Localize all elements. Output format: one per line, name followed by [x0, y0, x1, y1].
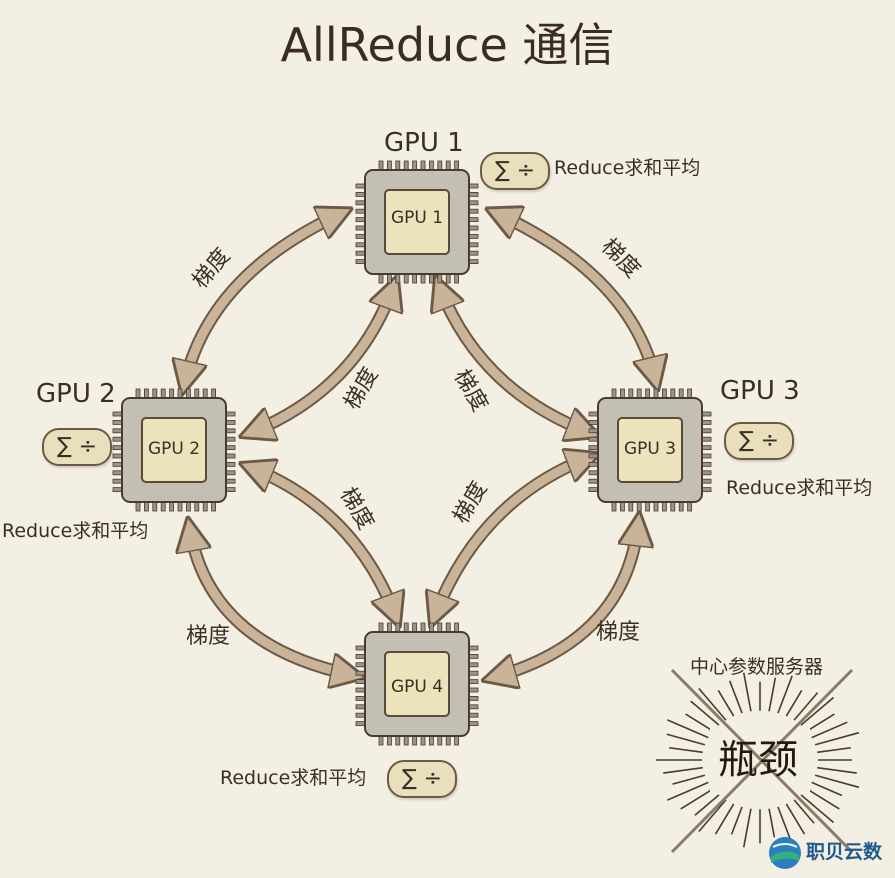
burst-ray	[690, 700, 720, 726]
gradient-arrow-3-4-inner-fill	[435, 458, 588, 615]
gradient-arrow-2-4-inner	[245, 461, 402, 622]
chip-label-1: GPU 1	[391, 208, 444, 228]
gradient-label: 梯度	[186, 624, 231, 649]
gpu-name-1: GPU 1	[384, 128, 464, 158]
sum-divide-icon: ∑ ÷	[42, 428, 112, 466]
reduce-label-2: Reduce求和平均	[2, 520, 149, 542]
burst-ray	[800, 794, 835, 824]
burst-ray	[717, 689, 735, 717]
cross-out-line	[670, 668, 854, 854]
gradient-arrow-3-4-fill	[495, 525, 638, 677]
burst-ray	[806, 788, 840, 810]
burst-ray	[785, 689, 803, 717]
burst-ray	[793, 799, 815, 824]
burst-ray	[817, 746, 851, 754]
chip-label-3: GPU 3	[624, 439, 677, 459]
burst-ray	[667, 719, 709, 739]
burst-ray	[730, 806, 743, 835]
burst-ray	[814, 731, 860, 746]
sum-divide-icon: ∑ ÷	[387, 760, 457, 798]
gradient-arrow-1-2	[178, 207, 347, 389]
burst-ray	[669, 746, 703, 754]
burst-ray	[663, 766, 703, 774]
burst-ray	[806, 713, 835, 732]
burst-ray	[672, 774, 706, 785]
chip-core	[141, 417, 207, 483]
burst-ray	[817, 766, 857, 774]
burst-ray	[768, 677, 777, 712]
chip-core	[617, 417, 683, 483]
burst-ray	[811, 721, 848, 739]
burst-ray	[785, 803, 806, 835]
gradient-arrow-1-3-fill	[498, 214, 655, 378]
gradient-arrow-1-2-inner	[245, 281, 400, 439]
brand-name: 职贝云数	[806, 841, 883, 863]
chip-core	[384, 189, 450, 255]
burst-ray	[685, 713, 714, 732]
burst-ray	[714, 803, 735, 835]
burst-ray	[666, 733, 706, 746]
reduce-label-4: Reduce求和平均	[220, 767, 367, 789]
burst-ray	[742, 672, 752, 712]
burst-ray	[680, 788, 714, 810]
chip-label-4: GPU 4	[391, 677, 444, 697]
chip-core	[384, 651, 450, 717]
sum-divide-icon: ∑ ÷	[724, 422, 794, 460]
burst-ray	[777, 675, 793, 714]
gpu-chip-2	[112, 388, 236, 512]
reduce-label-1: Reduce求和平均	[554, 157, 701, 179]
burst-ray	[811, 781, 843, 797]
burst-ray	[728, 680, 743, 714]
gradient-arrow-1-3-inner-fill	[440, 288, 588, 432]
bottleneck-label: 瓶颈	[718, 737, 798, 783]
gradient-arrow-2-4-inner-fill	[252, 468, 395, 615]
gpu-chip-3	[588, 388, 712, 512]
chip-label-2: GPU 2	[148, 439, 201, 459]
burst-ray	[800, 696, 835, 726]
gradient-arrow-3-4-inner	[428, 451, 595, 622]
page-title: AllReduce 通信	[280, 18, 615, 72]
burst-ray	[698, 799, 727, 833]
burst-ray	[793, 692, 819, 721]
burst-ray	[694, 794, 720, 816]
gradient-arrow-1-3	[491, 207, 662, 385]
burst-ray	[768, 808, 776, 838]
gradient-arrow-1-3-inner	[433, 281, 595, 439]
gpu-name-3: GPU 3	[720, 376, 800, 406]
burst-ray	[742, 808, 752, 848]
gpu-chip-1	[355, 160, 479, 284]
gpu-chip-4	[355, 622, 479, 746]
burst-ray	[698, 687, 727, 721]
gradient-arrow-2-4	[183, 523, 359, 682]
central-server-label: 中心参数服务器	[690, 656, 824, 678]
gpu-name-2: GPU 2	[36, 379, 116, 409]
sum-divide-icon: ∑ ÷	[480, 152, 550, 190]
reduce-label-3: Reduce求和平均	[726, 477, 873, 499]
burst-ray	[814, 774, 860, 789]
gradient-arrow-1-2-inner-fill	[252, 288, 393, 432]
gradient-label: 梯度	[596, 620, 641, 645]
brand-logo-icon	[769, 837, 801, 869]
gradient-arrow-1-2-fill	[185, 214, 340, 382]
bottleneck-burst	[656, 668, 860, 854]
burst-ray	[667, 781, 709, 801]
